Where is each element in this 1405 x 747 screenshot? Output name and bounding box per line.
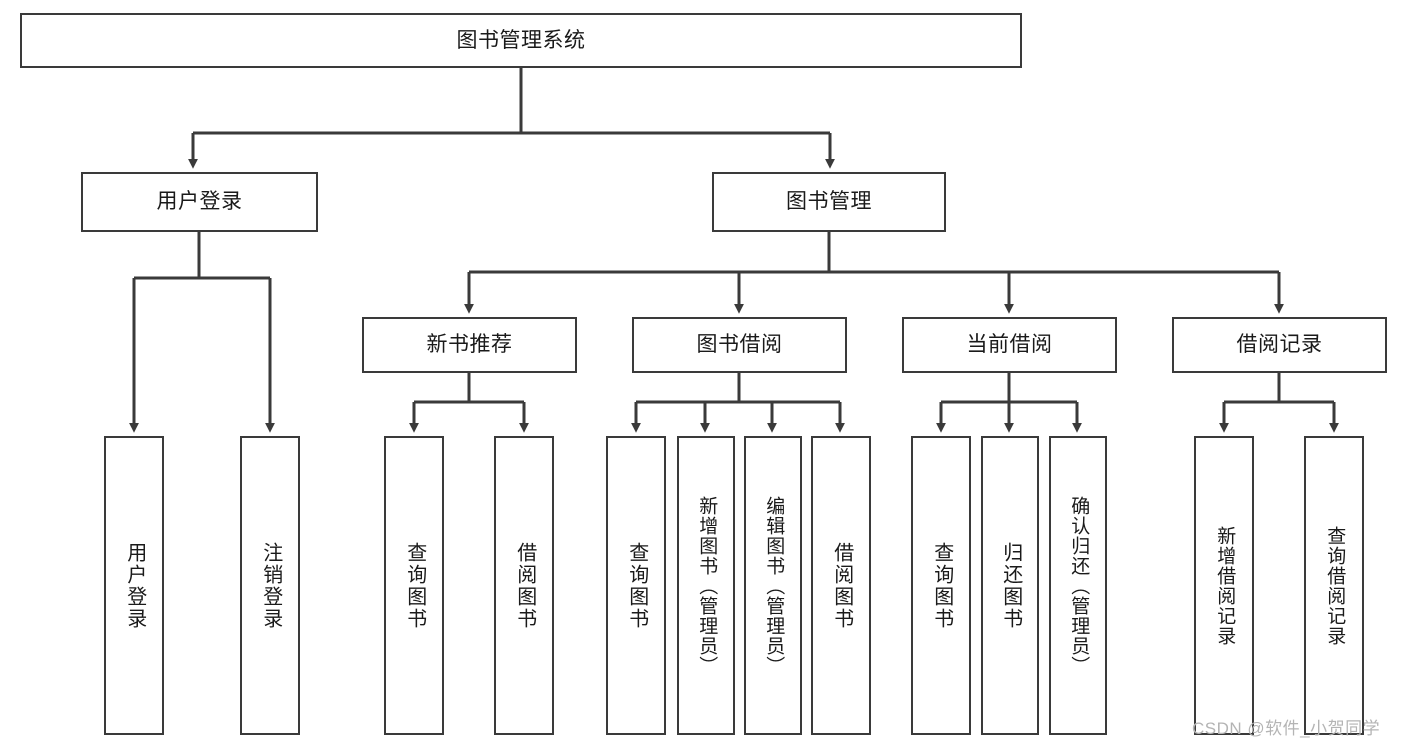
leaf-borrow-book-2[interactable]: 借阅图书: [811, 436, 871, 735]
node-borrow-record-label: 借阅记录: [1236, 333, 1323, 357]
leaf-borrow-book-1-label: 借阅图书: [513, 541, 536, 630]
leaf-query-book-1[interactable]: 查询图书: [384, 436, 444, 735]
leaf-query-book-2[interactable]: 查询图书: [606, 436, 666, 735]
leaf-query-record[interactable]: 查询借阅记录: [1304, 436, 1364, 735]
node-root-label: 图书管理系统: [456, 28, 586, 52]
node-book-management[interactable]: 图书管理: [712, 172, 946, 232]
csdn-watermark: CSDN @软件_小贺同学: [1192, 719, 1381, 738]
leaf-return-book[interactable]: 归还图书: [981, 436, 1039, 735]
leaf-borrow-book-1[interactable]: 借阅图书: [494, 436, 554, 735]
leaf-add-book-label: 新增图书（管理员）: [696, 495, 718, 676]
leaf-add-record-label: 新增借阅记录: [1214, 525, 1236, 646]
node-user-login-label: 用户登录: [156, 190, 243, 214]
leaf-logout[interactable]: 注销登录: [240, 436, 300, 735]
leaf-add-book[interactable]: 新增图书（管理员）: [677, 436, 735, 735]
leaf-query-book-1-label: 查询图书: [403, 541, 426, 630]
leaf-confirm-return-label: 确认归还（管理员）: [1068, 495, 1090, 676]
leaf-user-login[interactable]: 用户登录: [104, 436, 164, 735]
leaf-edit-book[interactable]: 编辑图书（管理员）: [744, 436, 802, 735]
leaf-borrow-book-2-label: 借阅图书: [830, 541, 853, 630]
leaf-add-record[interactable]: 新增借阅记录: [1194, 436, 1254, 735]
node-new-book-recommend[interactable]: 新书推荐: [362, 317, 577, 373]
leaf-query-book-3[interactable]: 查询图书: [911, 436, 971, 735]
node-book-management-label: 图书管理: [786, 190, 872, 214]
leaf-user-login-label: 用户登录: [123, 541, 146, 630]
leaf-return-book-label: 归还图书: [999, 541, 1022, 630]
leaf-query-book-3-label: 查询图书: [930, 541, 953, 630]
node-book-borrow[interactable]: 图书借阅: [632, 317, 847, 373]
node-current-borrow-label: 当前借阅: [966, 333, 1053, 357]
node-user-login[interactable]: 用户登录: [81, 172, 318, 232]
leaf-query-record-label: 查询借阅记录: [1324, 525, 1346, 646]
leaf-confirm-return[interactable]: 确认归还（管理员）: [1049, 436, 1107, 735]
leaf-edit-book-label: 编辑图书（管理员）: [763, 495, 785, 676]
leaf-query-book-2-label: 查询图书: [625, 541, 648, 630]
node-new-book-recommend-label: 新书推荐: [426, 333, 513, 357]
node-book-borrow-label: 图书借阅: [696, 333, 783, 357]
leaf-logout-label: 注销登录: [259, 541, 282, 630]
node-borrow-record[interactable]: 借阅记录: [1172, 317, 1387, 373]
node-current-borrow[interactable]: 当前借阅: [902, 317, 1117, 373]
node-root[interactable]: 图书管理系统: [20, 13, 1022, 68]
